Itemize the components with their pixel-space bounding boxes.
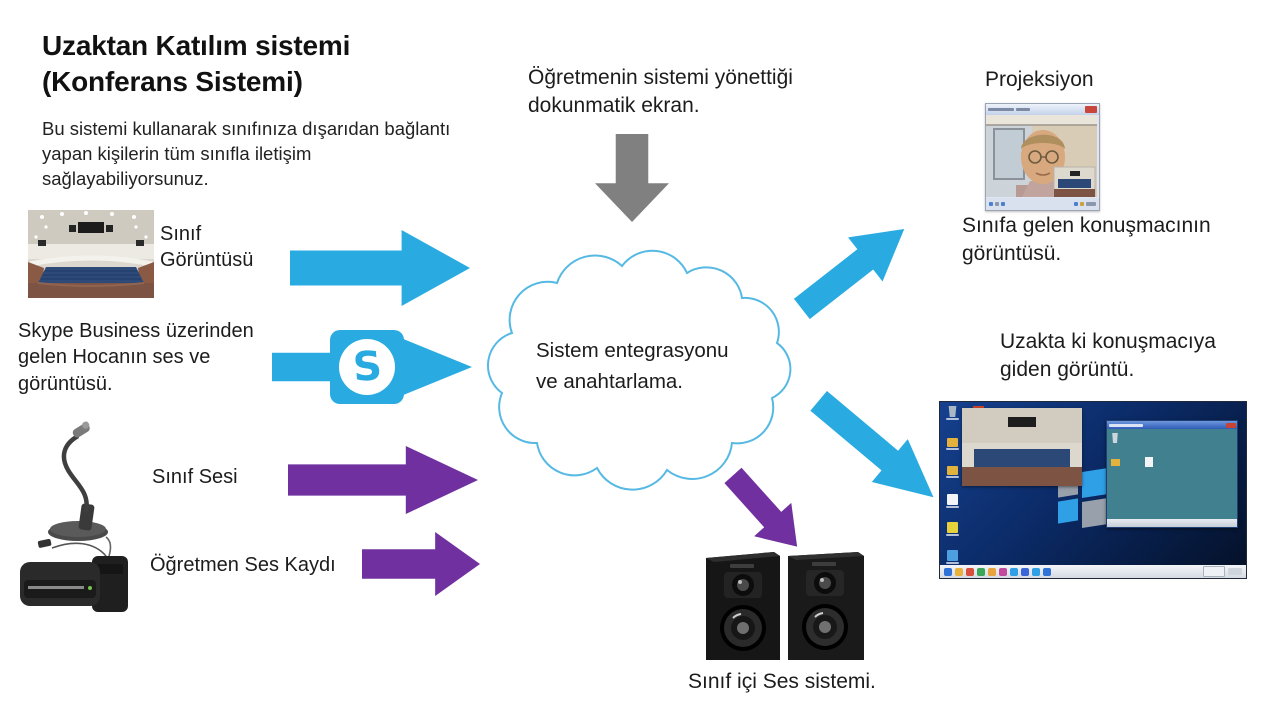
- recycle-bin-icon: [1112, 433, 1118, 443]
- skype-blob: S: [339, 339, 395, 395]
- app-icon: [1010, 567, 1018, 576]
- app-icon: [988, 567, 996, 576]
- document-icon: [946, 494, 959, 508]
- teacher-audio-label: Öğretmen Ses Kaydı: [150, 554, 336, 576]
- arrow-classroom-to-cloud: [290, 230, 470, 306]
- windows-logo-tile: [1082, 467, 1108, 499]
- explorer-icon: [955, 567, 963, 576]
- class-audio-label: Sınıf Sesi: [152, 466, 238, 488]
- webcam-title-text: [988, 108, 1014, 111]
- speakers-caption: Sınıf içi Ses sistemi.: [688, 670, 876, 693]
- webcam-video: [986, 115, 1099, 198]
- arrow-touchscreen-down: [595, 134, 669, 222]
- app-icon: [1021, 567, 1029, 576]
- outgoing-caption: Uzakta ki konuşmacıya giden görüntü.: [1000, 330, 1216, 381]
- windows-logo-tile: [1058, 498, 1078, 524]
- system-tray: [1203, 566, 1225, 577]
- speakers-icon: [700, 542, 870, 662]
- arrow-teacheraudio-to-cloud: [362, 532, 480, 596]
- classroom-label: Sınıf Görüntüsü: [160, 223, 254, 272]
- skype-label: Skype Business üzerinden gelen Hocanın s…: [18, 320, 254, 395]
- desktop-taskbar: [940, 565, 1246, 578]
- chrome-icon: [966, 567, 974, 576]
- classroom-photo: [28, 210, 154, 298]
- folder-icon: [946, 466, 959, 478]
- projection-label: Projeksiyon: [985, 68, 1094, 91]
- notes-icon: [946, 522, 959, 536]
- page-title: Uzaktan Katılım sistemi (Konferans Siste…: [42, 30, 351, 98]
- folder-icon: [1111, 459, 1120, 466]
- document-icon: [1145, 457, 1153, 467]
- picture-icon: [946, 550, 959, 564]
- webcam-statusbar: [986, 198, 1099, 210]
- remote-window-taskbar: [1107, 519, 1237, 527]
- cloud-shape: Sistem entegrasyonu ve anahtarlama.: [462, 238, 808, 502]
- windows-logo-tile: [1082, 497, 1108, 529]
- desktop-classroom-window: [962, 408, 1082, 486]
- desktop-screenshot: [940, 402, 1246, 578]
- webcam-window: [985, 103, 1100, 211]
- close-icon: [1085, 106, 1097, 113]
- app-icon: [999, 567, 1007, 576]
- skype-letter: S: [351, 343, 383, 391]
- app-icon: [1032, 567, 1040, 576]
- recorder-icon: [12, 534, 138, 626]
- cloud-text: Sistem entegrasyonu ve anahtarlama.: [536, 339, 729, 393]
- webcam-titlebar: [986, 104, 1099, 115]
- arrow-classaudio-to-cloud: [288, 446, 478, 514]
- page-subtitle: Bu sistemi kullanarak sınıfınıza dışarıd…: [42, 118, 451, 189]
- arrow-skype-to-cloud: S: [272, 330, 472, 404]
- app-icon: [977, 567, 985, 576]
- remote-desktop-window: [1106, 420, 1238, 528]
- clock: [1228, 568, 1242, 575]
- close-icon: [1226, 422, 1236, 428]
- start-button-icon: [944, 567, 952, 576]
- touchscreen-note: Öğretmenin sistemi yönettiği dokunmatik …: [528, 66, 793, 117]
- folder-icon: [946, 438, 959, 450]
- arrow-cloud-to-desktop: [801, 379, 952, 518]
- microphone-icon: [30, 420, 122, 546]
- recycle-bin-icon: [946, 406, 959, 420]
- remote-window-titlebar: [1107, 421, 1237, 429]
- remote-window-body: [1107, 429, 1237, 519]
- skype-logo-icon: S: [330, 330, 404, 404]
- app-icon: [1043, 567, 1051, 576]
- incoming-caption: Sınıfa gelen konuşmacının görüntüsü.: [962, 214, 1211, 265]
